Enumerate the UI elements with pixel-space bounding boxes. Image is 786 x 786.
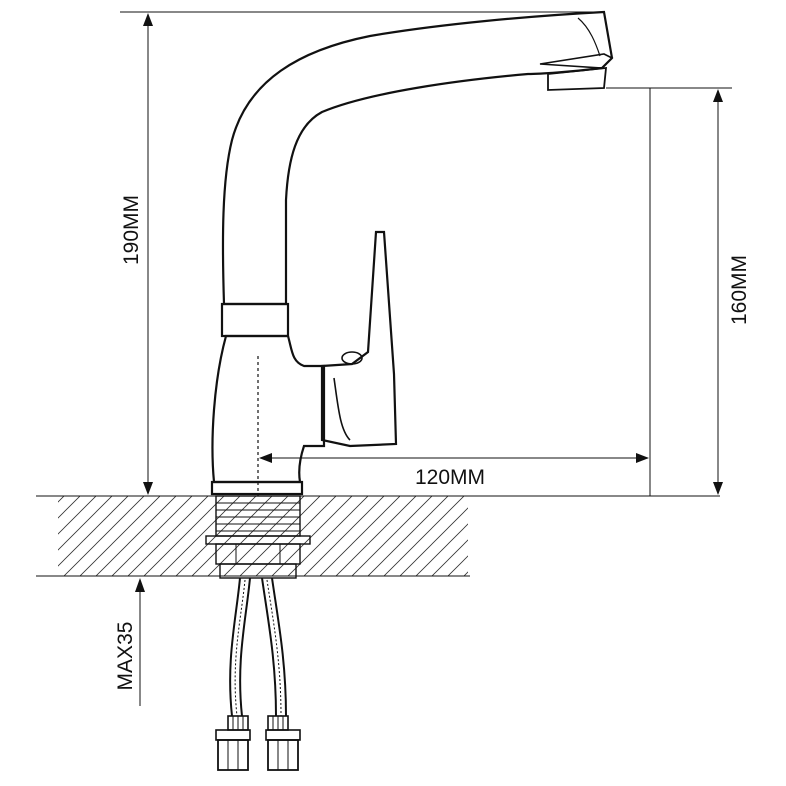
dimension-total-height: 190MM bbox=[120, 11, 604, 495]
dimension-spout-reach: 120MM bbox=[259, 453, 649, 489]
base-ring bbox=[210, 480, 304, 496]
hose-nut-right bbox=[267, 739, 299, 771]
spout-height-label: 160MM bbox=[728, 255, 751, 325]
aerator bbox=[547, 66, 608, 91]
faucet-body bbox=[210, 302, 326, 496]
total-height-label: 190MM bbox=[120, 195, 143, 265]
flexible-hoses bbox=[215, 577, 301, 771]
countertop bbox=[36, 495, 720, 577]
hose-nut-left bbox=[217, 739, 249, 771]
lever-handle bbox=[320, 230, 398, 448]
dimension-spout-height: 160MM bbox=[606, 87, 751, 496]
mounting-shank bbox=[205, 495, 311, 579]
spout-reach-label: 120MM bbox=[415, 466, 485, 489]
max-thickness-label: MAX35 bbox=[114, 622, 137, 691]
dimension-max-thickness: MAX35 bbox=[114, 578, 145, 706]
swivel-collar bbox=[220, 302, 290, 338]
aerator-cap bbox=[539, 53, 614, 69]
faucet-spout bbox=[221, 10, 614, 306]
